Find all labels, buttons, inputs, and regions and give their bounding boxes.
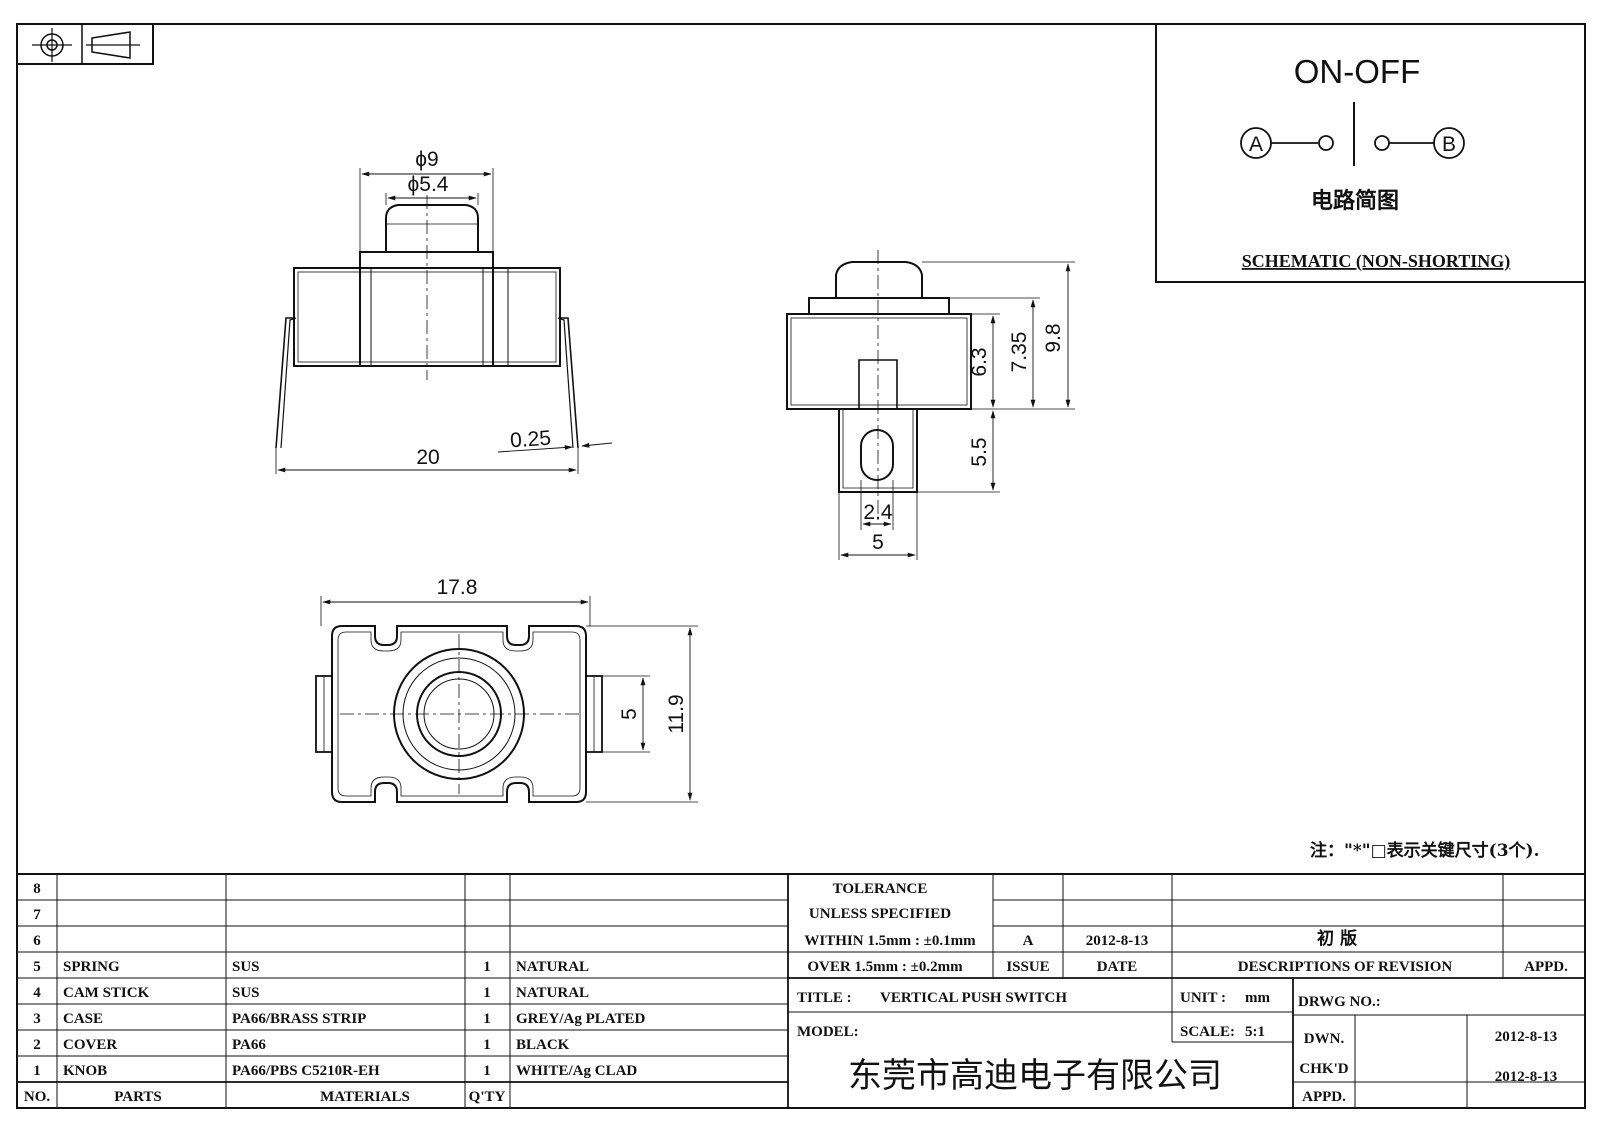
appd-label: APPD. bbox=[1302, 1089, 1346, 1105]
part-title: VERTICAL PUSH SWITCH bbox=[880, 990, 1067, 1006]
bom-cell-qty: 1 bbox=[483, 959, 491, 975]
bom-row: 8 bbox=[33, 881, 41, 897]
drawing-note: 注："*"□表示关键尺寸(3个). bbox=[1310, 840, 1540, 861]
revision-desc: 初 版 bbox=[1317, 928, 1357, 949]
bom-row: 3 CASE PA66/BRASS STRIP 1 GREY/Ag PLATED bbox=[33, 1011, 645, 1027]
bom-cell-no: 3 bbox=[33, 1011, 41, 1027]
bom-row: 1 KNOB PA66/PBS C5210R-EH 1 WHITE/Ag CLAD bbox=[33, 1063, 637, 1079]
schematic-title: ON-OFF bbox=[1294, 53, 1420, 90]
bom-row: 4 CAM STICK SUS 1 NATURAL bbox=[33, 985, 589, 1001]
bom-row: 5 SPRING SUS 1 NATURAL bbox=[33, 959, 589, 975]
dim-inner-diameter: ϕ5.4 bbox=[408, 173, 449, 196]
bom-cell-no: 7 bbox=[33, 907, 41, 923]
top-view: 17.8 11.9 5 bbox=[315, 576, 698, 803]
bom-cell-finish: WHITE/Ag CLAD bbox=[516, 1063, 637, 1079]
unit-label: UNIT : bbox=[1180, 990, 1226, 1006]
side-view: 6.3 7.35 9.8 5.5 2.4 5 bbox=[786, 250, 1075, 560]
bom-row: 2 COVER PA66 1 BLACK bbox=[33, 1037, 569, 1053]
switch-symbol-icon bbox=[1240, 102, 1465, 166]
terminal-a-label: A bbox=[1249, 133, 1263, 156]
tolerance-line-4: OVER 1.5mm : ±0.2mm bbox=[807, 959, 963, 975]
bom-cell-qty: 1 bbox=[483, 1011, 491, 1027]
bom-header-no: NO. bbox=[24, 1089, 51, 1105]
bom-cell-no: 1 bbox=[33, 1063, 41, 1079]
company-name: 东莞市高迪电子有限公司 bbox=[848, 1056, 1222, 1096]
title-block-grid bbox=[17, 873, 1585, 1108]
revision-header-appd: APPD. bbox=[1524, 959, 1568, 975]
dwn-label: DWN. bbox=[1304, 1031, 1345, 1047]
bom-cell-finish: NATURAL bbox=[516, 985, 589, 1001]
scale-value: 5:1 bbox=[1245, 1024, 1265, 1040]
bom-cell-no: 8 bbox=[33, 881, 41, 897]
bom-cell-no: 2 bbox=[33, 1037, 41, 1053]
dim-outer-diameter: ϕ9 bbox=[415, 148, 438, 171]
revision-date: 2012-8-13 bbox=[1086, 933, 1149, 949]
bom-cell-qty: 1 bbox=[483, 985, 491, 1001]
unit-value: mm bbox=[1245, 990, 1270, 1006]
dim-body-height: 6.3 bbox=[968, 347, 991, 376]
revision-issue: A bbox=[1023, 933, 1034, 949]
dim-total-height: 9.8 bbox=[1042, 323, 1065, 352]
bom-cell-no: 4 bbox=[33, 985, 41, 1001]
bom-cell-no: 5 bbox=[33, 959, 41, 975]
tolerance-line-1: TOLERANCE bbox=[833, 881, 928, 897]
bom-cell-material: PA66 bbox=[232, 1037, 266, 1053]
dim-shoulder-height: 7.35 bbox=[1008, 332, 1031, 373]
bom-cell-part: CAM STICK bbox=[63, 985, 150, 1001]
schematic-cn-caption: 电路简图 bbox=[1311, 188, 1399, 214]
revision-header-issue: ISSUE bbox=[1006, 959, 1049, 975]
projection-symbol-icon bbox=[16, 23, 154, 65]
bom-cell-finish: GREY/Ag PLATED bbox=[516, 1011, 645, 1027]
bom-cell-part: KNOB bbox=[63, 1063, 107, 1079]
tolerance-line-3: WITHIN 1.5mm : ±0.1mm bbox=[804, 933, 976, 949]
bom-header-parts: PARTS bbox=[114, 1089, 162, 1105]
bom-cell-part: CASE bbox=[63, 1011, 103, 1027]
bom-cell-qty: 1 bbox=[483, 1037, 491, 1053]
title-label: TITLE : bbox=[797, 990, 852, 1006]
bom-cell-part: COVER bbox=[63, 1037, 117, 1053]
dim-tab-width: 5 bbox=[618, 708, 641, 720]
bom-cell-finish: BLACK bbox=[516, 1037, 570, 1053]
bom-cell-qty: 1 bbox=[483, 1063, 491, 1079]
bom-cell-material: PA66/PBS C5210R-EH bbox=[232, 1063, 380, 1079]
sheet-border bbox=[16, 23, 1586, 1109]
bom-cell-part: SPRING bbox=[63, 959, 120, 975]
bom-header-materials: MATERIALS bbox=[320, 1089, 410, 1105]
bom-cell-material: SUS bbox=[232, 959, 260, 975]
bom-row: 7 bbox=[33, 907, 41, 923]
drwg-no-label: DRWG NO.: bbox=[1298, 994, 1381, 1010]
dim-front-width: 20 bbox=[416, 446, 439, 469]
schematic-caption: SCHEMATIC (NON-SHORTING) bbox=[1242, 251, 1511, 272]
revision-header-date: DATE bbox=[1097, 959, 1138, 975]
schematic-box: ON-OFF A B 电路简图 SCHEMATIC (NON-SHORTING) bbox=[1155, 23, 1586, 283]
chkd-label: CHK'D bbox=[1299, 1061, 1348, 1077]
tolerance-line-2: UNLESS SPECIFIED bbox=[809, 906, 951, 922]
dim-pin-width: 5 bbox=[872, 531, 884, 554]
bom-header-qty: Q'TY bbox=[469, 1089, 506, 1105]
dim-top-height: 11.9 bbox=[665, 694, 688, 733]
dim-pin-length: 5.5 bbox=[968, 437, 991, 466]
bom-cell-material: SUS bbox=[232, 985, 260, 1001]
terminal-b-label: B bbox=[1442, 133, 1456, 156]
bom-row: 6 bbox=[33, 933, 41, 949]
bom-cell-material: PA66/BRASS STRIP bbox=[232, 1011, 366, 1027]
revision-header-desc: DESCRIPTIONS OF REVISION bbox=[1238, 959, 1453, 975]
scale-label: SCALE: bbox=[1180, 1024, 1235, 1040]
dim-pin-thickness: 0.25 bbox=[509, 427, 551, 453]
dim-top-width: 17.8 bbox=[437, 576, 478, 599]
model-label: MODEL: bbox=[797, 1024, 859, 1040]
chkd-date: 2012-8-13 bbox=[1495, 1069, 1558, 1085]
dim-slot-width: 2.4 bbox=[863, 501, 893, 524]
bom-cell-no: 6 bbox=[33, 933, 41, 949]
bom-cell-finish: NATURAL bbox=[516, 959, 589, 975]
dwn-date: 2012-8-13 bbox=[1495, 1029, 1558, 1045]
front-view: ϕ9 ϕ5.4 20 0.25 bbox=[275, 148, 613, 474]
